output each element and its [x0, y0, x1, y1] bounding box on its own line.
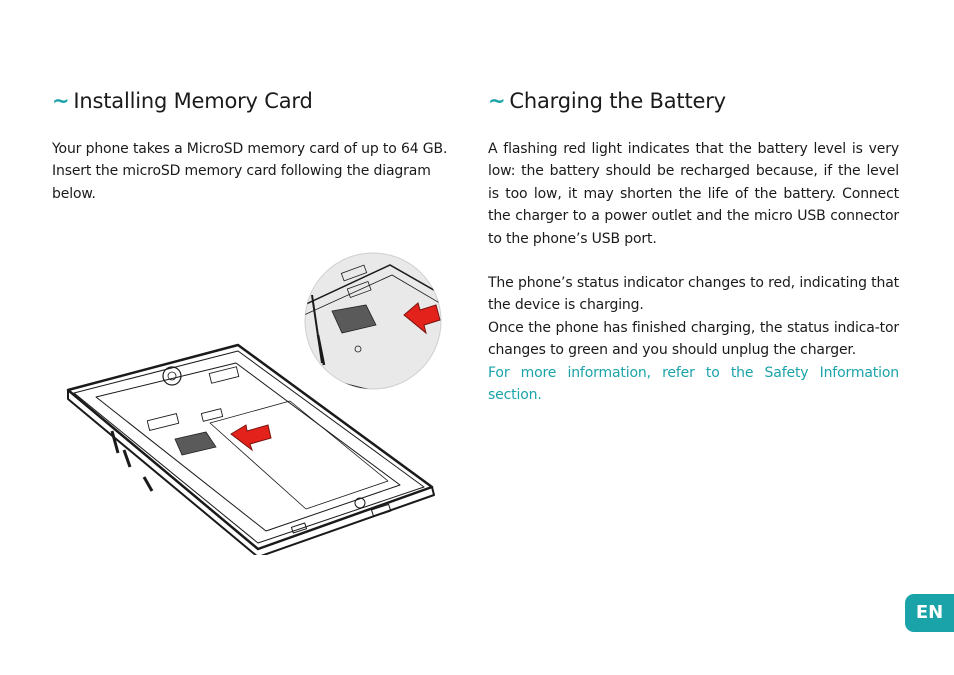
microsd-insertion-diagram — [66, 252, 442, 555]
zoom-inset — [304, 252, 442, 390]
zoom-microsd-card-icon — [331, 304, 377, 334]
phone-back-illustration — [66, 343, 435, 555]
charging-paragraph-1: A flashing red light indicates that the … — [488, 141, 899, 247]
memory-card-section: ~Installing Memory Card Your phone takes… — [52, 86, 464, 205]
zoom-insert-arrow-icon — [403, 302, 441, 335]
charging-section: ~Charging the Battery A flashing red lig… — [488, 86, 899, 406]
insert-arrow-icon — [230, 424, 272, 452]
charging-paragraph-3: Once the phone has finished charging, th… — [488, 319, 899, 359]
charging-title: Charging the Battery — [509, 89, 726, 113]
safety-info-link[interactable]: For more information, refer to the Safet… — [488, 364, 899, 404]
heading-tilde: ~ — [488, 89, 506, 113]
heading-tilde: ~ — [52, 89, 70, 113]
memory-card-paragraph: Your phone takes a MicroSD memory card o… — [52, 141, 448, 202]
charging-paragraph-2: The phone’s status indicator changes to … — [488, 275, 899, 314]
microsd-card-icon — [174, 431, 217, 456]
memory-card-title: Installing Memory Card — [73, 89, 313, 113]
language-badge: EN — [905, 594, 954, 632]
charging-heading: ~Charging the Battery — [488, 86, 899, 116]
memory-card-heading: ~Installing Memory Card — [52, 86, 464, 116]
